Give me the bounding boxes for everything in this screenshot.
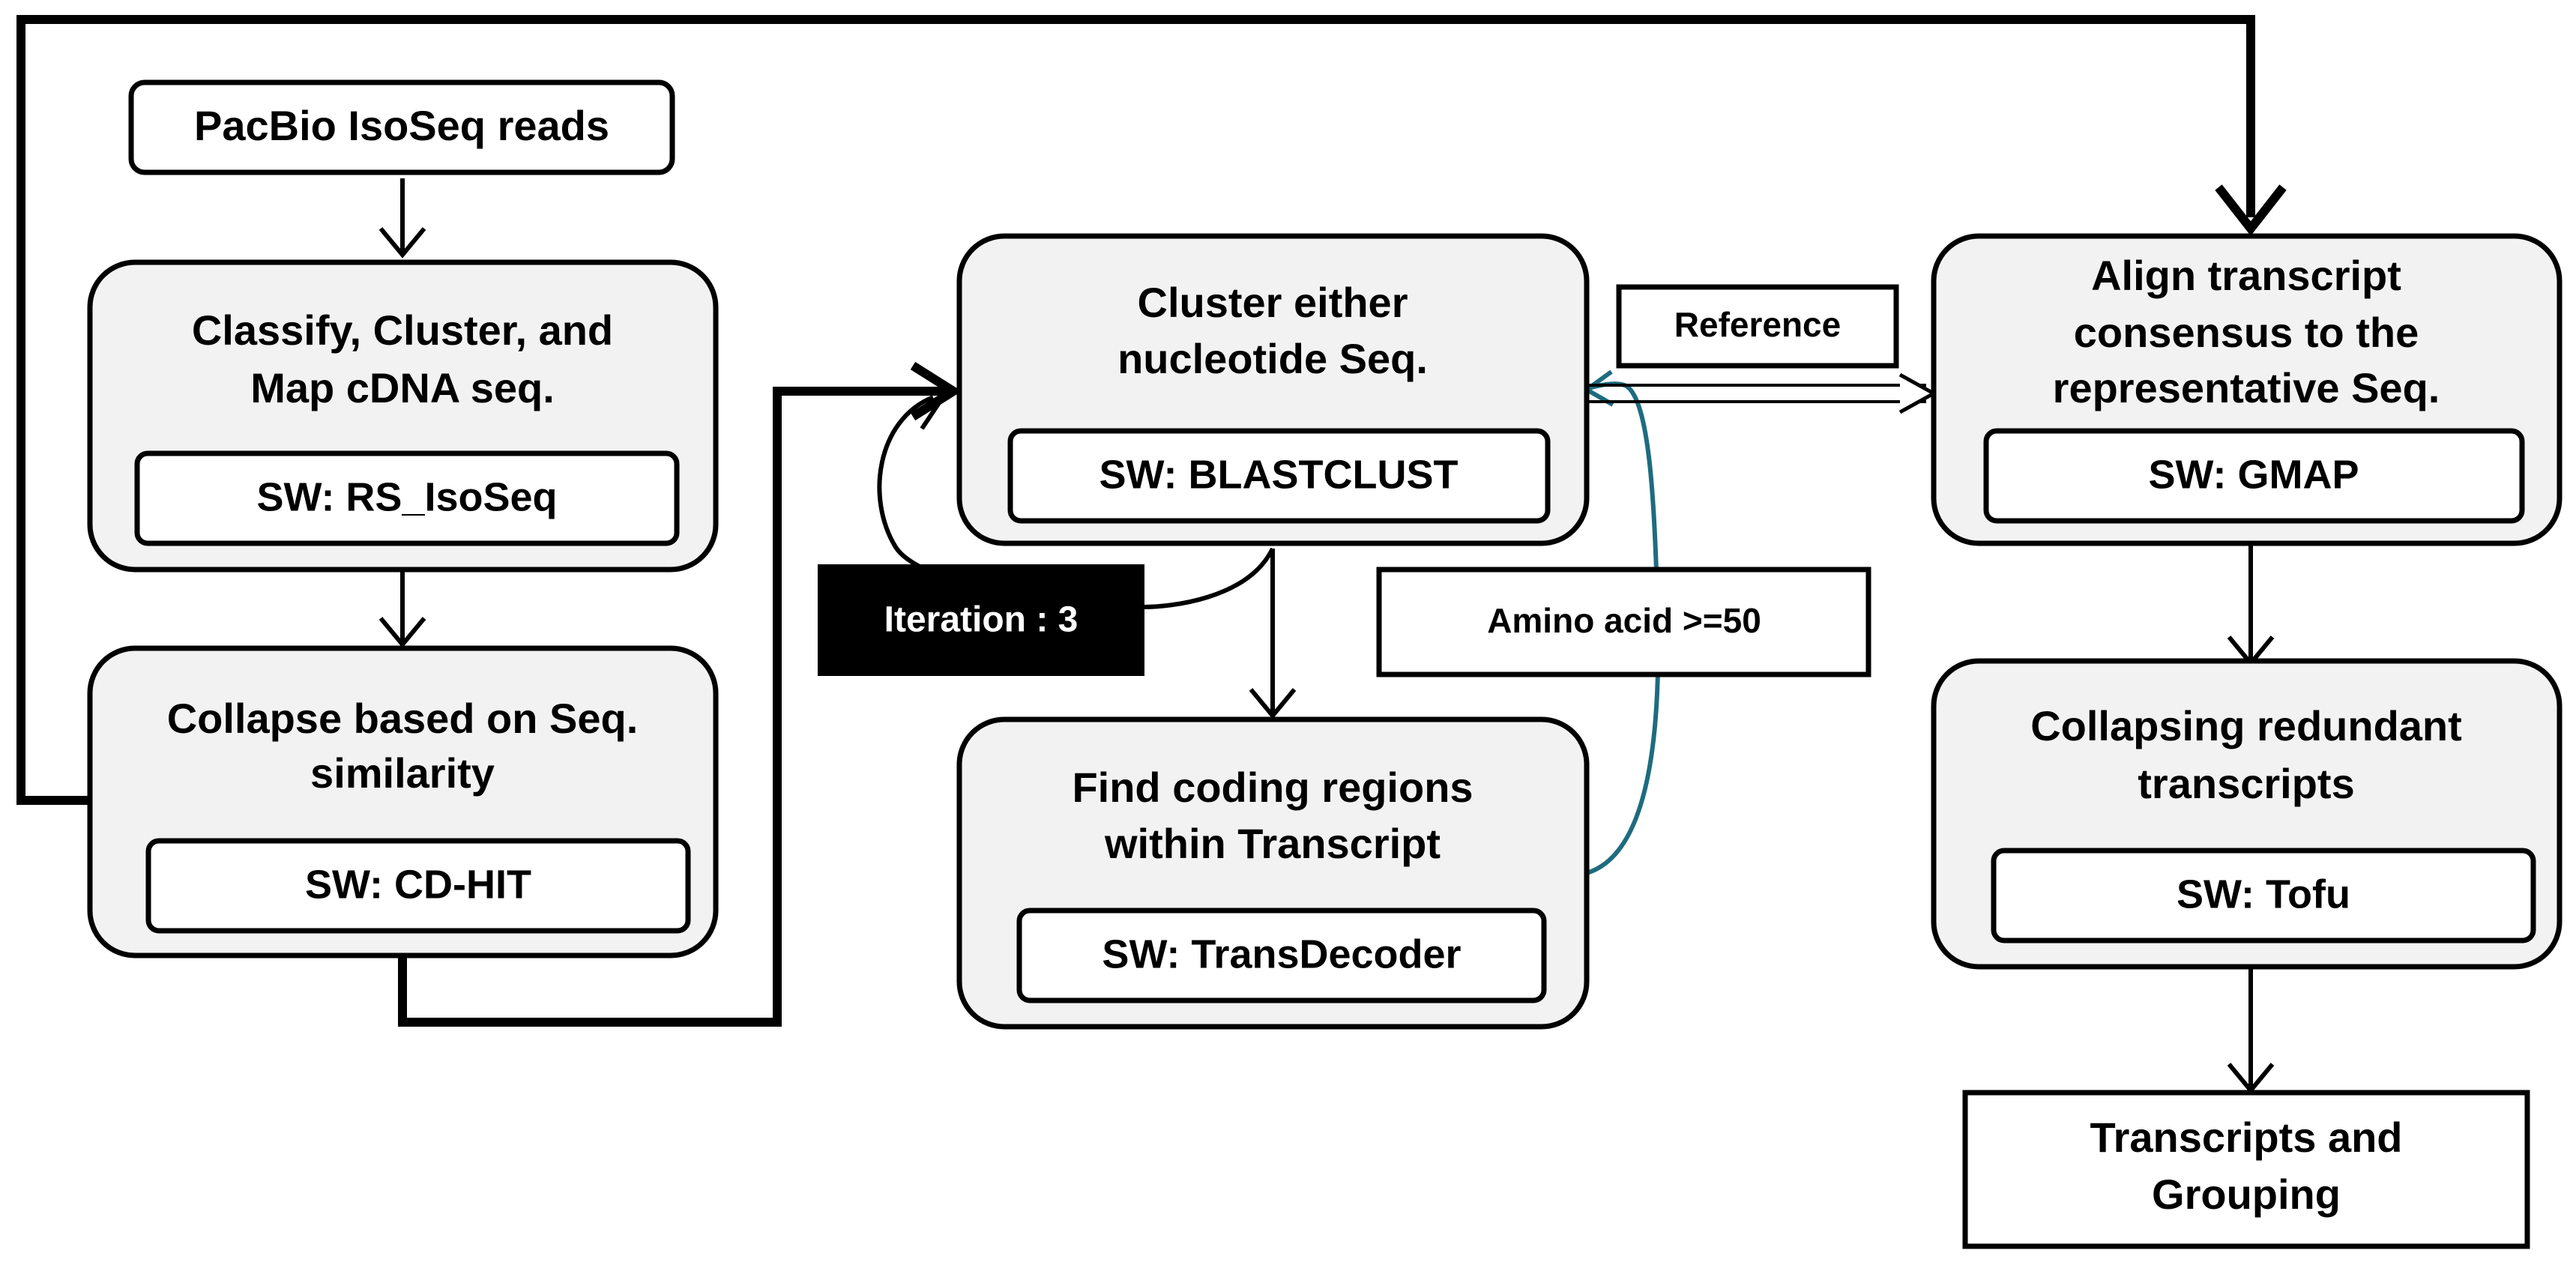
align-title-line2: consensus to the — [2074, 309, 2419, 356]
align-title-line1: Align transcript — [2091, 252, 2401, 299]
output-node: Transcripts and Grouping — [1962, 1090, 2530, 1249]
iteration-label: Iteration : 3 — [818, 564, 1144, 676]
output-line1: Transcripts and — [2090, 1114, 2402, 1161]
align-title-line3: representative Seq. — [2053, 364, 2440, 411]
amino-acid-filter-arrowhead — [1582, 369, 1614, 407]
classify-title-line2: Map cDNA seq. — [250, 364, 555, 411]
arrowhead-collapse-to-cluster — [910, 361, 962, 421]
cluster-software: SW: BLASTCLUST — [1100, 452, 1459, 497]
coding-step: Find coding regions within Transcript SW… — [956, 716, 1590, 1030]
classify-step: Classify, Cluster, and Map cDNA seq. SW:… — [87, 259, 719, 573]
arrowhead-reference — [1898, 372, 1938, 414]
iteration-loop-arrowhead — [902, 387, 950, 430]
cluster-title-line2: nucleotide Seq. — [1117, 335, 1428, 382]
arrow-collapse-to-cluster — [398, 387, 946, 1027]
collapse-title-line1: Collapse based on Seq. — [167, 695, 639, 742]
arrowhead-cluster-to-coding — [1249, 688, 1297, 719]
align-step: Align transcript consensus to the repres… — [1931, 233, 2563, 546]
output-line2: Grouping — [2152, 1171, 2341, 1218]
collapse-software: SW: CD-HIT — [305, 862, 531, 907]
reference-text: Reference — [1674, 305, 1841, 344]
collapsing-title-line2: transcripts — [2138, 760, 2354, 807]
collapse-title-line2: similarity — [310, 749, 495, 797]
classify-software: SW: RS_IsoSeq — [256, 474, 557, 519]
coding-title-line2: within Transcript — [1104, 820, 1441, 867]
input-label: PacBio IsoSeq reads — [194, 102, 609, 149]
reference-label: Reference — [1616, 284, 1899, 369]
feedback-loop-arrowhead — [2215, 184, 2287, 236]
amino-acid-label: Amino acid >=50 — [1376, 567, 1871, 677]
arrowhead-classify-to-collapse — [378, 617, 426, 648]
coding-title-line1: Find coding regions — [1072, 764, 1473, 811]
input-node: PacBio IsoSeq reads — [128, 79, 675, 175]
classify-title-line1: Classify, Cluster, and — [192, 307, 613, 354]
amino-acid-text: Amino acid >=50 — [1487, 601, 1761, 640]
iteration-text: Iteration : 3 — [884, 600, 1079, 640]
collapsing-software: SW: Tofu — [2177, 872, 2350, 917]
cluster-title-line1: Cluster either — [1138, 279, 1408, 326]
cluster-step: Cluster either nucleotide Seq. SW: BLAST… — [956, 233, 1590, 546]
coding-software: SW: TransDecoder — [1102, 932, 1461, 976]
feedback-loop-connector — [16, 15, 2255, 805]
collapsing-title-line1: Collapsing redundant — [2030, 702, 2462, 749]
arrowhead-input-to-classify — [378, 227, 426, 259]
align-software: SW: GMAP — [2149, 452, 2359, 497]
collapse-step: Collapse based on Seq. similarity SW: CD… — [87, 645, 719, 958]
collapsing-step: Collapsing redundant transcripts SW: Tof… — [1931, 658, 2563, 970]
